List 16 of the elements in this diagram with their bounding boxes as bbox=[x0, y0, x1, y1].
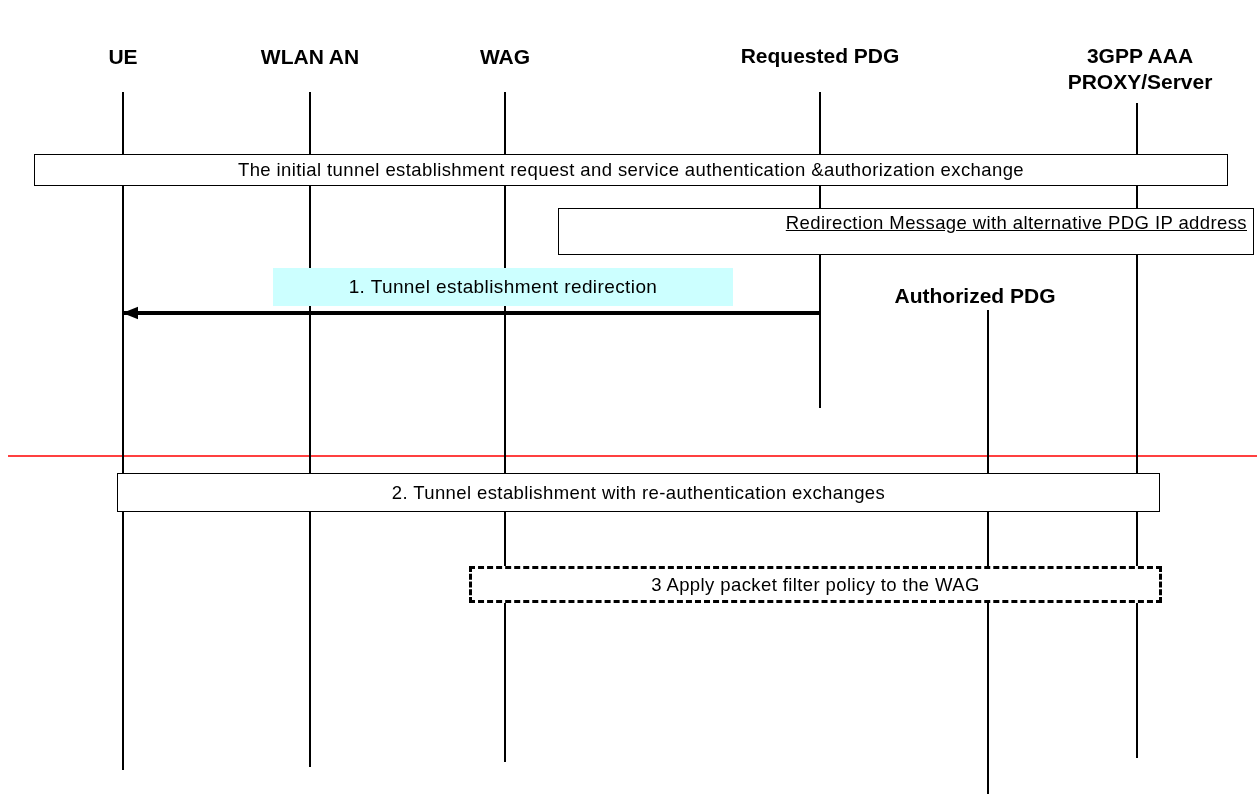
message-text: Redirection Message with alternative PDG IP address bbox=[785, 212, 1247, 234]
participant-label: Requested PDG bbox=[739, 43, 901, 69]
message-text: The initial tunnel establishment request and service authentication &authorization exchange bbox=[237, 159, 1025, 181]
dashed-process-box bbox=[469, 566, 1162, 603]
participant-label: 3GPP AAA PROXY/Server bbox=[1066, 43, 1214, 95]
participant-label: WLAN AN bbox=[259, 44, 361, 70]
process-box bbox=[117, 473, 1160, 512]
participant-label: UE bbox=[107, 44, 139, 70]
message-arrow bbox=[122, 306, 820, 320]
participant-label: Authorized PDG bbox=[893, 283, 1057, 309]
edge-label: 1. Tunnel establishment redirection bbox=[273, 268, 733, 306]
message-text: 2. Tunnel establishment with re-authentication exchanges bbox=[391, 481, 886, 504]
message-text: 3 Apply packet filter policy to the WAG bbox=[651, 573, 980, 596]
process-box bbox=[34, 154, 1228, 186]
process-box bbox=[558, 208, 1254, 255]
participant-label: WAG bbox=[478, 44, 532, 70]
